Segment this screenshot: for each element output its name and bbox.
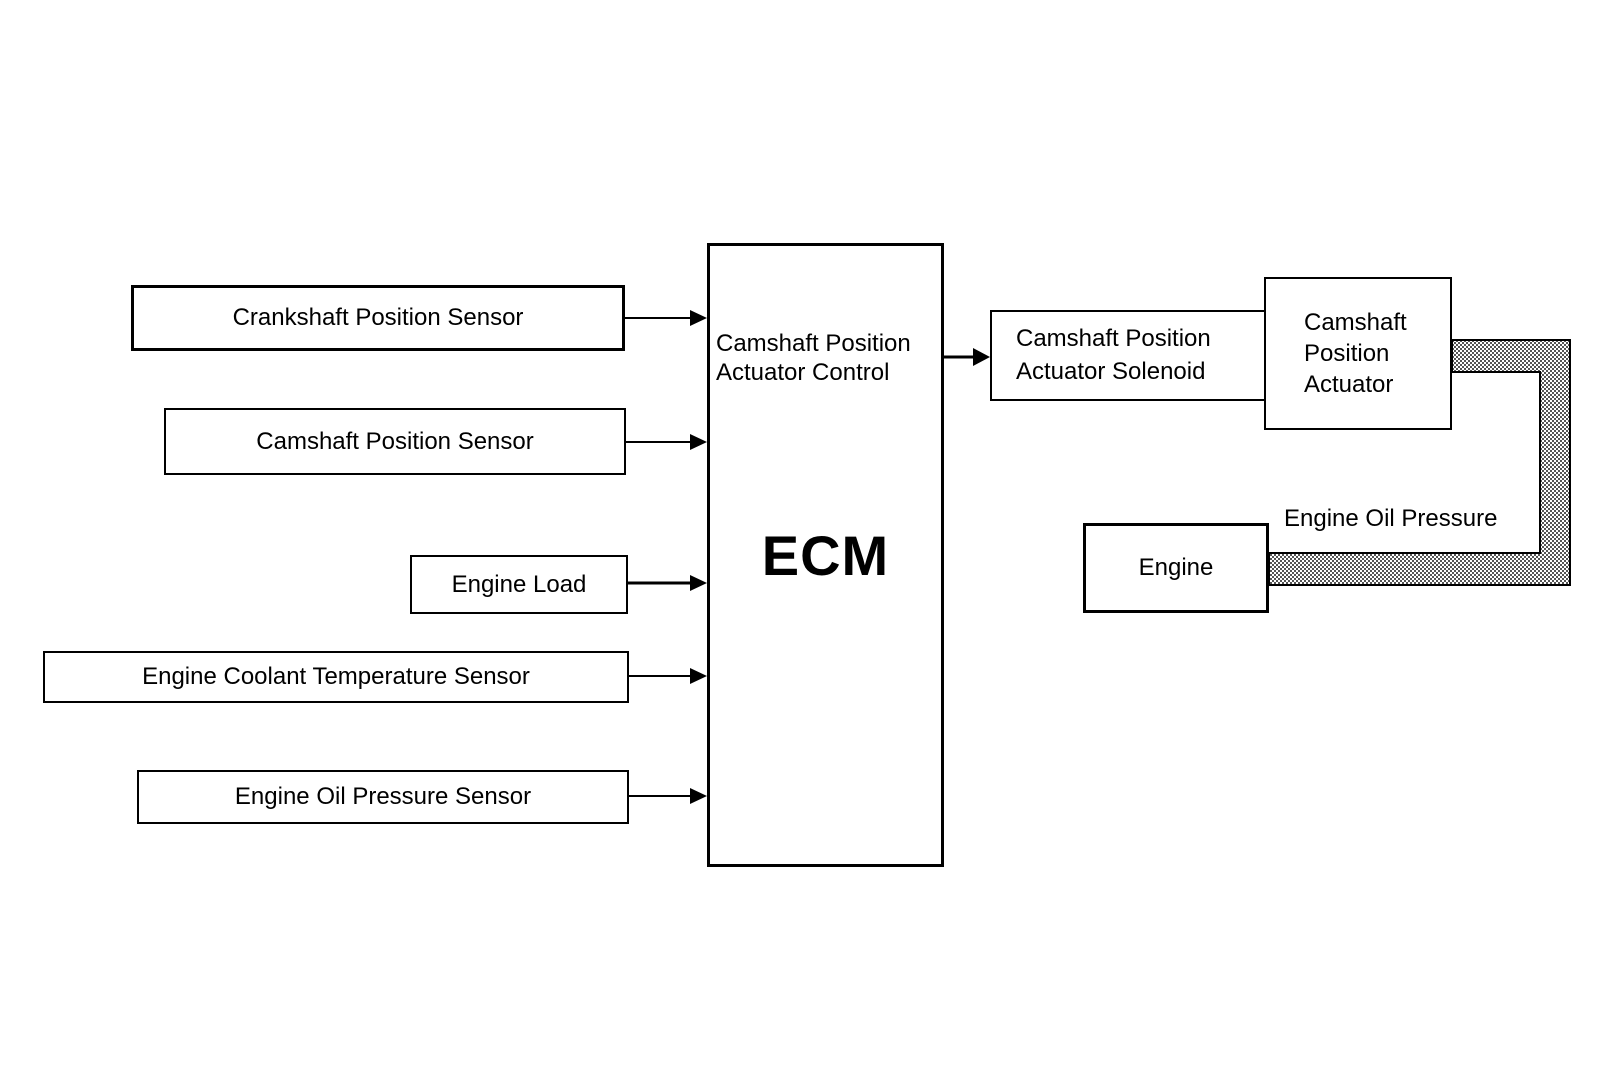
camshaft-position-sensor-box: Camshaft Position Sensor	[164, 408, 626, 475]
engine-coolant-temperature-sensor-label: Engine Coolant Temperature Sensor	[142, 663, 530, 690]
arrow-oil-sensor-to-ecm	[629, 788, 707, 804]
arrow-camshaft-sensor-to-ecm	[626, 434, 707, 450]
crankshaft-position-sensor-label: Crankshaft Position Sensor	[232, 304, 524, 331]
engine-box: Engine	[1083, 523, 1269, 613]
camshaft-position-actuator-solenoid-label: Camshaft Position Actuator Solenoid	[1016, 325, 1211, 385]
ecm-box: Camshaft Position Actuator Control ECM	[707, 243, 944, 867]
arrow-ecm-to-solenoid	[944, 348, 990, 366]
arrow-crankshaft-to-ecm	[625, 310, 707, 326]
ecm-function-label: Camshaft Position Actuator Control	[716, 330, 911, 386]
camshaft-position-sensor-label: Camshaft Position Sensor	[256, 427, 534, 455]
camshaft-position-actuator-box: Camshaft Position Actuator	[1264, 277, 1452, 430]
ecm-title: ECM	[761, 524, 890, 587]
engine-coolant-temperature-sensor-box: Engine Coolant Temperature Sensor	[43, 651, 629, 703]
camshaft-position-actuator-solenoid-box: Camshaft Position Actuator Solenoid	[990, 310, 1267, 401]
camshaft-position-actuator-label: Camshaft Position Actuator	[1304, 308, 1407, 399]
engine-oil-pressure-sensor-box: Engine Oil Pressure Sensor	[137, 770, 629, 824]
crankshaft-position-sensor-box: Crankshaft Position Sensor	[131, 285, 625, 351]
engine-load-label: Engine Load	[451, 570, 587, 598]
engine-load-box: Engine Load	[410, 555, 628, 614]
engine-oil-pressure-sensor-label: Engine Oil Pressure Sensor	[234, 783, 532, 810]
engine-label: Engine	[1138, 554, 1214, 581]
engine-oil-pressure-label: Engine Oil Pressure	[1282, 505, 1500, 533]
oil-pressure-pipe	[1268, 339, 1571, 586]
arrow-coolant-to-ecm	[629, 668, 707, 684]
arrow-engine-load-to-ecm	[628, 575, 707, 591]
